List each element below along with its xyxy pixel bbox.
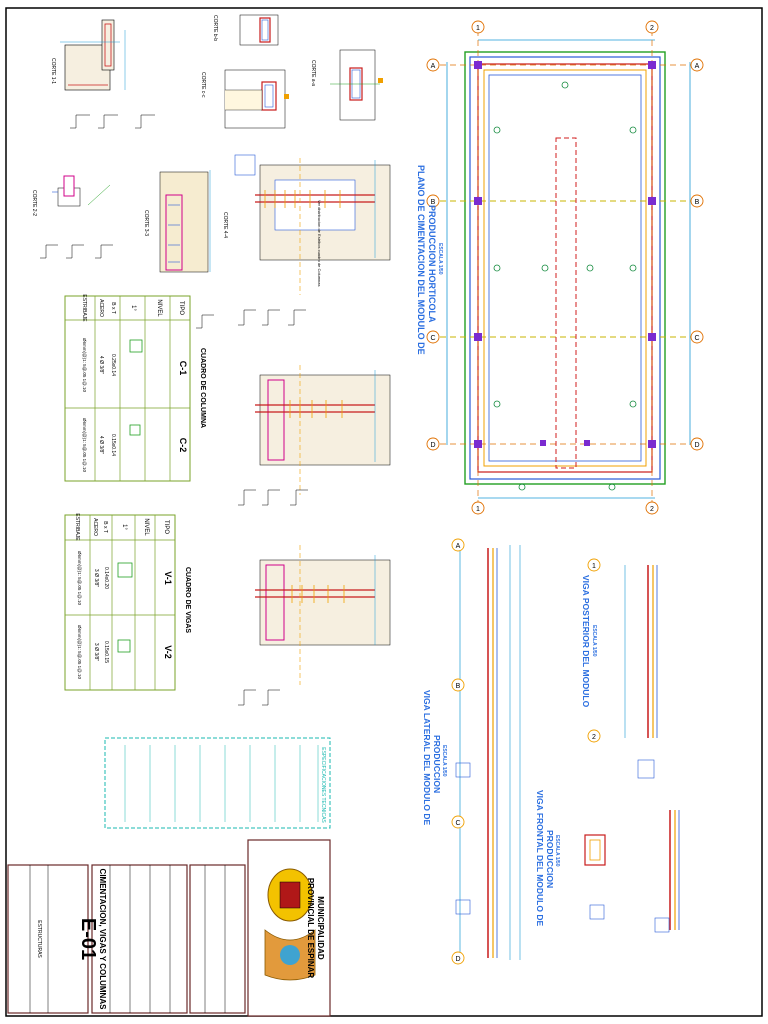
beam-type-v2: V-2 [163, 645, 173, 659]
detail-label-c: CORTE c-c [200, 72, 206, 98]
beam-row-label-bxt: B x T [102, 521, 108, 533]
title-block [7, 839, 331, 1017]
column-table [64, 295, 191, 482]
column-elevation-3 [238, 545, 391, 706]
beam-table-level-value: 1° [121, 524, 127, 530]
beam-v2-bxt: 0.15x0.15 [103, 641, 109, 663]
lateral-axis-a: A [456, 543, 461, 550]
rear-axis-1: 1 [592, 563, 596, 570]
axis-label-d-right: D [694, 442, 699, 449]
beam-row-label-acero: ACERO [92, 518, 98, 536]
beam-table-title: CUADRO DE VIGAS [184, 567, 191, 633]
column-table-level-value: 1° [130, 305, 136, 311]
beam-v1-estribaje: Ø6mm(@)1: 5@.05 1@.10 [77, 551, 82, 605]
axis-label-d-left: D [430, 442, 435, 449]
foundation-plan [430, 30, 700, 508]
axis-label-2-top: 2 [650, 25, 654, 32]
column-c2-bxt: 0.15x0.14 [110, 434, 116, 456]
axis-bubbles [426, 20, 704, 515]
front-beam-title-1: VIGA FRONTAL DEL MODULO DE [535, 790, 545, 926]
column-table-title: CUADRO DE COLUMNA [199, 348, 206, 428]
lateral-beam-elevation: A B C D [451, 538, 521, 965]
axis-label-2-bottom: 2 [650, 506, 654, 513]
lateral-beam-title-1: VIGA LATERAL DEL MODULO DE [422, 690, 432, 826]
detail-label-1: CORTE 1-1 [50, 58, 56, 84]
rear-beam-scale: ESCALA 1/50 [591, 625, 597, 657]
beam-v2-acero: 3 Ø 3/8" [93, 643, 99, 661]
beam-row-label-estribaje: ESTRIBAJE [74, 513, 80, 541]
detail-label-3: CORTE 3-3 [143, 210, 149, 236]
municipality-crest [264, 868, 316, 981]
beam-v1-bxt: 0.14x0.20 [103, 567, 109, 589]
beam-type-v1: V-1 [163, 571, 173, 585]
rear-beam-elevation: 1 2 [587, 558, 658, 779]
specifications-title: ESPECIFICACIONES TECNICAS [320, 747, 326, 823]
column-row-label-bxt: B x T [110, 302, 116, 314]
column-table-level-header: NIVEL [156, 299, 162, 317]
section-cut-details [224, 14, 383, 129]
foundation-plan-title-1: PLANO DE CIMENTACION DEL MODULO DE [416, 165, 426, 355]
sheet-title: CIMENTACION, VIGAS Y COLUMNAS [98, 869, 107, 1011]
municipality-line-2: PROVINCIAL DE ESPINAR [306, 878, 315, 979]
sheet-specialty: ESTRUCTURAS [36, 920, 42, 958]
column-row-label-estribaje: ESTRIBAJE [81, 294, 87, 322]
column-c1-acero: 4 Ø 3/8" [98, 356, 104, 374]
axis-label-b-left: B [431, 199, 436, 206]
lateral-axis-b: B [456, 683, 461, 690]
column-type-c2: C-2 [178, 438, 188, 453]
column-elevation-1 [234, 154, 391, 326]
lateral-axis-c: C [455, 820, 460, 827]
footing-detail-3 [140, 170, 214, 329]
lateral-axis-d: D [455, 956, 460, 963]
axis-label-a-left: A [431, 63, 436, 70]
sheet-border [5, 7, 763, 1017]
foundation-plan-scale: ESCALA 1/50 [437, 243, 443, 275]
axis-label-a-right: A [695, 63, 700, 70]
detail-label-4: CORTE 4-4 [222, 212, 228, 238]
foundation-plan-title-2: PRODUCCION HORTICOLA [427, 205, 437, 323]
front-beam-scale: ESCALA 1/50 [554, 835, 560, 867]
axis-label-c-left: C [430, 335, 435, 342]
column-c2-estribaje: Ø6mm(@)1: 5@.05 1@.10 [82, 418, 87, 472]
footing-detail-1 [60, 19, 155, 129]
column-type-c1: C-1 [178, 361, 188, 376]
axis-label-1-bottom: 1 [476, 506, 480, 513]
front-beam-title-2: PRODUCCION [545, 830, 555, 888]
axis-label-c-right: C [694, 335, 699, 342]
column-c2-acero: 4 Ø 3/8" [98, 436, 104, 454]
beam-table-level-header: NIVEL [143, 518, 149, 536]
specifications-box: ESPECIFICACIONES TECNICAS [104, 737, 331, 829]
ver-distribucion-note: Ver distribucion de Estribos cuadro de C… [317, 200, 322, 287]
column-row-label-acero: ACERO [98, 299, 104, 317]
lateral-beam-scale: ESCALA 1/50 [441, 745, 447, 777]
rear-axis-2: 2 [592, 734, 596, 741]
beam-table [64, 514, 176, 691]
detail-label-2: CORTE 2-2 [31, 190, 37, 216]
column-elevation-2 [238, 365, 391, 506]
footing-detail-2 [40, 175, 113, 259]
sheet-code: E-01 [77, 918, 99, 960]
column-table-type-header: TIPO [178, 301, 184, 315]
front-beam-elevation [584, 810, 680, 933]
lateral-beam-title-2: PRODUCCION [432, 735, 442, 793]
beam-v2-estribaje: Ø6mm(@)1: 5@.05 1@.10 [77, 625, 82, 679]
axis-label-1-top: 1 [476, 25, 480, 32]
column-c1-bxt: 0.25x0.14 [110, 354, 116, 376]
detail-label-b: CORTE b-b [212, 15, 218, 41]
rear-beam-title: VIGA POSTERIOR DEL MODULO [581, 575, 591, 708]
municipality-line-1: MUNICIPALIDAD [316, 896, 325, 960]
axis-label-b-right: B [695, 199, 700, 206]
detail-label-a: CORTE a-a [310, 60, 316, 86]
beam-table-type-header: TIPO [163, 520, 169, 534]
column-c1-estribaje: Ø6mm(@)1: 5@.05 1@.10 [82, 338, 87, 392]
beam-v1-acero: 3 Ø 3/8" [93, 569, 99, 587]
